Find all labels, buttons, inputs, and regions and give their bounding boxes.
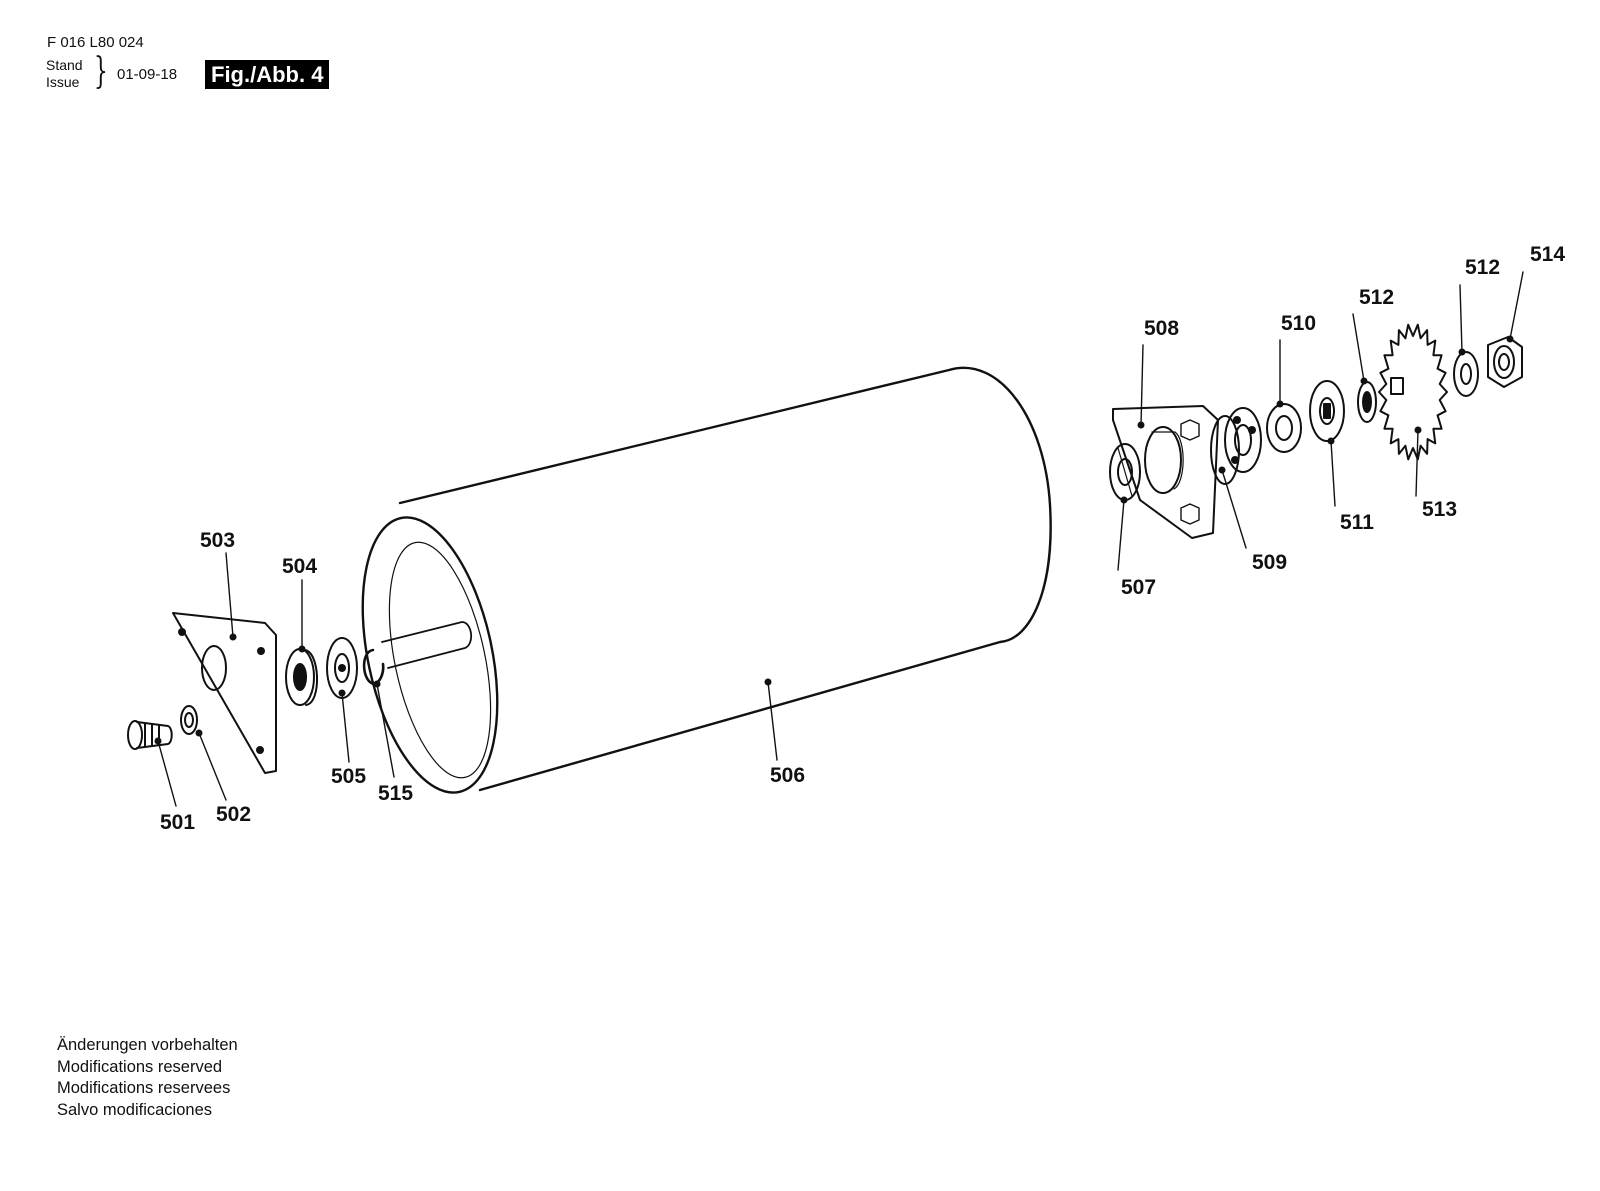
washer-part <box>180 705 198 735</box>
callout-515: 515 <box>378 782 413 805</box>
callout-503: 503 <box>200 529 235 552</box>
retaining-disc-left-part <box>326 637 358 699</box>
screw-part <box>127 720 173 750</box>
callout-504: 504 <box>282 555 317 578</box>
callout-509: 509 <box>1252 551 1287 574</box>
note-fr: Modifications reservees <box>57 1079 231 1097</box>
ball-bearing-left-part <box>285 648 318 706</box>
callout-501: 501 <box>160 811 195 834</box>
ball-bearing-right-part <box>1210 407 1262 485</box>
leader-lines <box>157 271 1524 807</box>
spacer-ring-part <box>1266 403 1302 453</box>
note-es: Salvo modificaciones <box>57 1100 212 1119</box>
leader-dots <box>154 335 1514 745</box>
hex-nut-part <box>1487 336 1523 388</box>
disc-part <box>1309 380 1345 442</box>
issue-label: Issue <box>46 74 80 90</box>
callout-510: 510 <box>1281 312 1316 335</box>
drum-roller-part <box>361 366 1052 794</box>
callout-512-b: 512 <box>1465 256 1500 279</box>
retaining-ring-part <box>362 648 385 686</box>
bearing-plate-right-part <box>1112 405 1219 539</box>
note-en: Modifications reserved <box>57 1057 223 1076</box>
callout-507: 507 <box>1121 576 1156 599</box>
callout-512-a: 512 <box>1359 286 1394 309</box>
retaining-disc-right-part <box>1109 443 1141 501</box>
stand-issue-labels: Stand Issue <box>46 57 83 91</box>
stand-label: Stand <box>46 57 83 73</box>
callout-502: 502 <box>216 803 251 826</box>
part-callouts: 501 502 503 504 505 515 506 507 508 509 … <box>160 243 1565 834</box>
callout-506: 506 <box>770 764 805 787</box>
note-de: Änderungen vorbehalten <box>57 1036 238 1054</box>
callout-513: 513 <box>1422 498 1457 521</box>
callout-505: 505 <box>331 765 366 788</box>
callout-511: 511 <box>1340 511 1374 534</box>
document-code: F 016 L80 024 <box>47 34 144 51</box>
washer-a-part <box>1357 381 1377 423</box>
brace-glyph: } <box>94 51 108 92</box>
sprocket-part <box>1378 323 1448 461</box>
washer-b-part <box>1453 351 1479 397</box>
bearing-plate-left-part <box>172 612 277 774</box>
issue-date: 01-09-18 <box>117 66 178 83</box>
callout-514: 514 <box>1530 243 1565 266</box>
callout-508: 508 <box>1144 317 1179 340</box>
figure-label: Fig./Abb. 4 <box>205 60 330 89</box>
modification-notes: Änderungen vorbehalten Modifications res… <box>57 1035 238 1121</box>
